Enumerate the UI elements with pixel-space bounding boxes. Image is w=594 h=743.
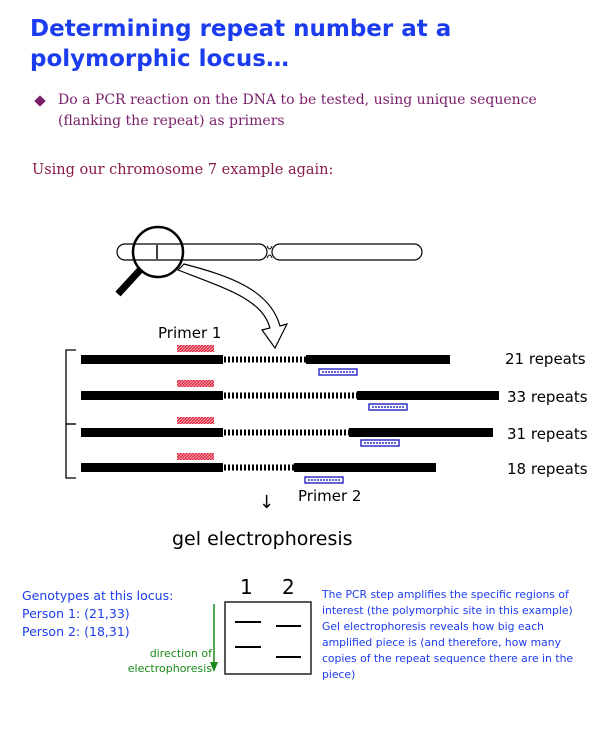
- lane-2-label: 2: [282, 575, 295, 599]
- direction-label: direction of electrophoresis: [127, 647, 212, 675]
- person2-bracket: [65, 423, 76, 479]
- dna-row-18: [81, 463, 436, 484]
- row-label: 18 repeats: [507, 460, 588, 478]
- primer1-label: Primer 1: [158, 324, 221, 342]
- gel-electrophoresis-label: gel electrophoresis: [172, 528, 353, 550]
- dna-row-31: [81, 428, 493, 447]
- bullet-text: Do a PCR reaction on the DNA to be teste…: [58, 92, 537, 129]
- primer1-mark: [177, 417, 214, 424]
- lane-1-label: 1: [240, 575, 253, 599]
- zoom-arrow: [176, 263, 289, 350]
- down-arrow-icon: ↓: [259, 492, 274, 513]
- row-label: 31 repeats: [507, 425, 588, 443]
- dna-row-21: [81, 355, 450, 376]
- primer1-mark: [177, 345, 214, 352]
- slide-title: Determining repeat number at a polymorph…: [30, 16, 452, 72]
- row-label: 21 repeats: [505, 350, 586, 368]
- genotype-person2: Person 2: (18,31): [22, 624, 130, 639]
- person1-bracket: [65, 349, 76, 425]
- row-label: 33 repeats: [507, 388, 588, 406]
- gel-box: [224, 601, 312, 675]
- genotypes-title: Genotypes at this locus:: [22, 588, 174, 603]
- primer2-label: Primer 2: [298, 487, 361, 505]
- subtitle: Using our chromosome 7 example again:: [32, 162, 334, 178]
- primer1-mark: [177, 380, 214, 387]
- direction-arrow-icon: [210, 604, 218, 672]
- magnifying-glass-icon: [115, 225, 185, 297]
- dna-row-33: [81, 391, 499, 411]
- chromosome: [116, 243, 423, 261]
- primer1-mark: [177, 453, 214, 460]
- explanation-note: The PCR step amplifies the specific regi…: [322, 588, 574, 681]
- genotype-person1: Person 1: (21,33): [22, 606, 130, 621]
